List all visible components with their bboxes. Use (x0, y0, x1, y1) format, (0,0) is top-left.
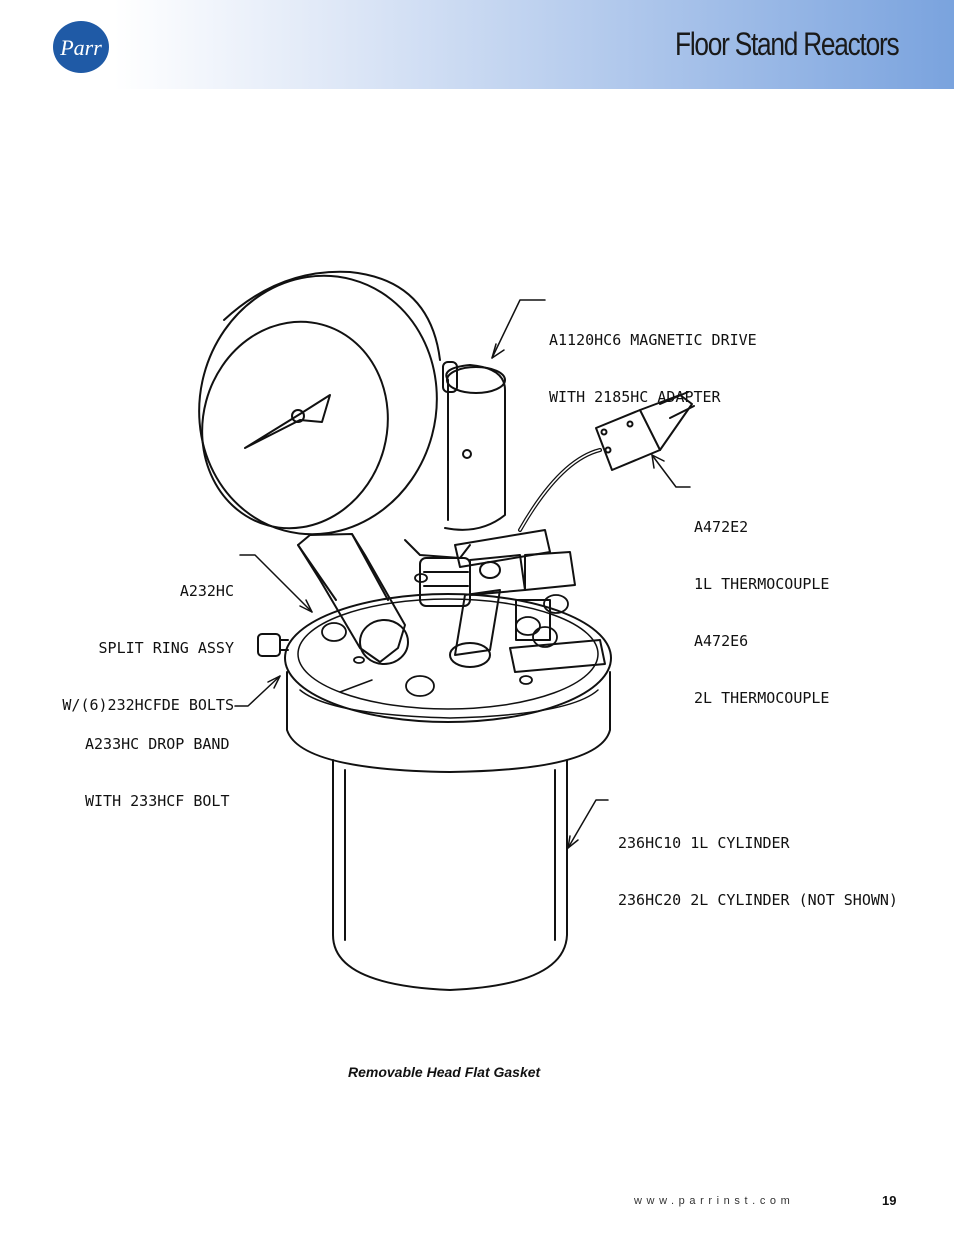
callout-thermocouple: A472E2 1L THERMOCOUPLE A472E6 2L THERMOC… (694, 480, 829, 727)
callout-thermocouple-line-2: 1L THERMOCOUPLE (694, 575, 830, 593)
logo-text: Parr (59, 35, 102, 60)
thermocouple-drawing (518, 391, 695, 532)
callout-drop-band-line-2: WITH 233HCF BOLT (85, 792, 230, 810)
head-drawing (284, 593, 612, 773)
leader-lines (234, 299, 691, 849)
callout-thermocouple-line-4: 2L THERMOCOUPLE (694, 689, 830, 707)
website-link[interactable]: www.parrinst.com (634, 1195, 795, 1207)
callout-magnetic-drive: A1120HC6 MAGNETIC DRIVE WITH 2185HC ADAP… (549, 293, 757, 426)
parr-logo-icon: Parr (53, 21, 109, 73)
callout-cylinder-line-2: 236HC20 2L CYLINDER (NOT SHOWN) (618, 891, 898, 909)
callout-split-ring-line-1: A232HC (179, 582, 234, 600)
callout-magnetic-drive-line-2: WITH 2185HC ADAPTER (549, 388, 721, 406)
page-title: Floor Stand Reactors (674, 26, 900, 62)
callout-cylinder-line-1: 236HC10 1L CYLINDER (618, 834, 790, 852)
magnetic-drive-drawing (404, 361, 506, 607)
callout-drop-band-line-1: A233HC DROP BAND (85, 735, 230, 753)
pressure-gauge-drawing (198, 270, 441, 665)
callout-drop-band: A233HC DROP BAND WITH 233HCF BOLT (85, 697, 230, 830)
split-ring-bolts-drawing (321, 573, 569, 697)
callout-split-ring-line-2: SPLIT RING ASSY (98, 639, 234, 657)
callout-thermocouple-line-1: A472E2 (694, 518, 749, 536)
callout-split-ring: A232HC SPLIT RING ASSY W/(6)232HCFDE BOL… (62, 544, 234, 734)
figure-caption: Removable Head Flat Gasket (348, 1064, 541, 1080)
callout-thermocouple-line-3: A472E6 (694, 632, 749, 650)
cylinder-drawing (332, 759, 568, 991)
callout-magnetic-drive-line-1: A1120HC6 MAGNETIC DRIVE (549, 331, 757, 349)
callout-split-ring-line-3: W/(6)232HCFDE BOLTS (62, 696, 234, 714)
valve-fittings-drawing (449, 529, 606, 673)
page-number: 19 (882, 1193, 897, 1208)
drop-band-bolt-drawing (257, 633, 289, 657)
callout-cylinder: 236HC10 1L CYLINDER 236HC20 2L CYLINDER … (618, 796, 898, 929)
page-header: Parr Floor Stand Reactors (0, 0, 954, 89)
